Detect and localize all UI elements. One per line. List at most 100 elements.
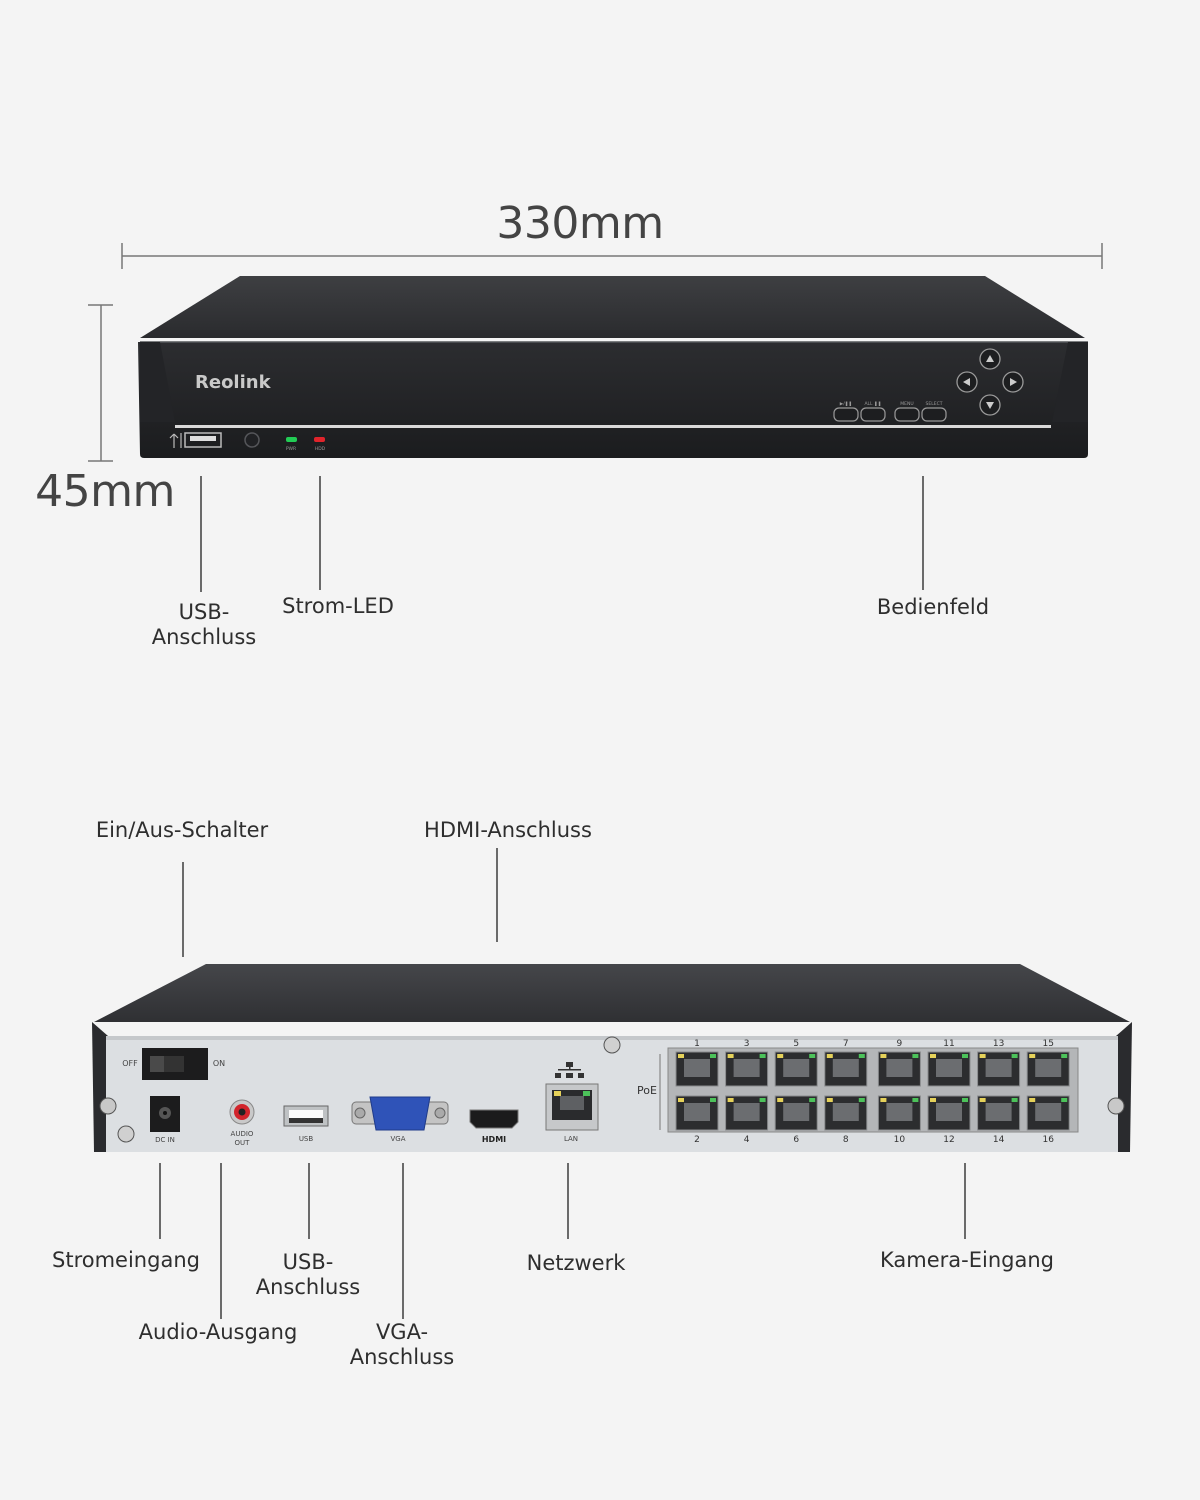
network-leader: [567, 1163, 569, 1239]
poe-port-led: [962, 1054, 968, 1058]
callout-vga-port: VGA- Anschluss: [349, 1320, 455, 1369]
front-usb-port: [184, 432, 222, 448]
poe-port-number: 14: [993, 1135, 1005, 1145]
dpad: [956, 348, 1024, 416]
poe-port-led: [678, 1098, 684, 1102]
switch-on-label: ON: [213, 1059, 225, 1068]
poe-port-led: [727, 1098, 734, 1102]
poe-port-number: 15: [1042, 1039, 1053, 1049]
pwr-led-label: PWR: [286, 446, 296, 452]
poe-port-contacts: [1035, 1103, 1062, 1121]
poe-label: PoE: [637, 1084, 657, 1097]
lan-label: LAN: [564, 1135, 578, 1143]
callout-usb-rear: USB- Anschluss: [255, 1250, 361, 1299]
power-switch[interactable]: [142, 1048, 208, 1080]
vga-port: [351, 1096, 449, 1131]
poe-port-contacts: [684, 1059, 710, 1077]
lan-port: [545, 1083, 599, 1131]
rear-usb-label: USB: [299, 1135, 314, 1143]
poe-port-led: [912, 1098, 919, 1102]
poe-port-contacts: [832, 1059, 859, 1077]
play-pause-button[interactable]: [833, 407, 859, 422]
all-button-label: ALL ❚❚: [864, 401, 881, 407]
control-panel-leader: [922, 476, 924, 590]
audio-output-leader: [220, 1163, 222, 1319]
power-led-leader: [319, 476, 321, 590]
poe-port-led: [678, 1054, 684, 1058]
poe-port-contacts: [985, 1059, 1012, 1077]
select-button-label: SELECT: [926, 401, 943, 407]
poe-port-number: 9: [897, 1039, 903, 1049]
callout-power-input: Stromeingang: [52, 1248, 200, 1272]
poe-port-contacts: [886, 1059, 913, 1077]
poe-port-led: [1011, 1054, 1018, 1058]
width-dimension-label: 330mm: [496, 198, 664, 249]
poe-port-contacts: [985, 1103, 1012, 1121]
callout-hdmi-port: HDMI-Anschluss: [424, 818, 592, 842]
poe-port-led: [858, 1098, 865, 1102]
poe-port-number: 5: [793, 1039, 799, 1049]
top-screw: [603, 1036, 621, 1054]
poe-port-led: [962, 1098, 968, 1102]
vga-label: VGA: [390, 1135, 405, 1143]
usb-icon: [169, 433, 182, 448]
poe-port-led: [809, 1098, 816, 1102]
poe-port-led: [1061, 1098, 1068, 1102]
poe-port-number: 3: [744, 1039, 750, 1049]
poe-port-led: [979, 1098, 986, 1102]
callout-power-led: Strom-LED: [282, 594, 394, 618]
poe-port-contacts: [783, 1059, 810, 1077]
callout-audio-output: Audio-Ausgang: [138, 1320, 298, 1344]
poe-port-led: [826, 1098, 833, 1102]
poe-port-contacts: [783, 1103, 810, 1121]
poe-port-led: [1029, 1054, 1036, 1058]
poe-port-number: 11: [943, 1039, 954, 1049]
poe-ports: [675, 1051, 1070, 1131]
poe-port-number: 6: [793, 1135, 799, 1145]
hdd-led: [314, 437, 325, 442]
poe-port-led: [880, 1054, 887, 1058]
power-input-leader: [159, 1163, 161, 1239]
poe-port-led: [777, 1098, 784, 1102]
poe-port-led: [759, 1098, 766, 1102]
poe-port-contacts: [832, 1103, 859, 1121]
nvr-front-view: PWR HDD Reolink ▶/❚❚ ALL ❚❚ MENU SELECT: [138, 276, 1088, 458]
hdmi-label: HDMI: [482, 1135, 506, 1144]
height-dimension-label: 45mm: [35, 466, 175, 517]
poe-port-contacts: [936, 1059, 962, 1077]
poe-port-led: [880, 1098, 887, 1102]
poe-port-contacts: [733, 1059, 760, 1077]
poe-port-led: [777, 1054, 784, 1058]
arrow-left-icon: [963, 378, 970, 386]
all-pause-button[interactable]: [860, 407, 886, 422]
switch-off-label: OFF: [122, 1059, 138, 1068]
poe-port-led: [759, 1054, 766, 1058]
poe-port-contacts: [886, 1103, 913, 1121]
hdd-led-label: HDD: [315, 446, 326, 452]
poe-port-contacts: [1035, 1059, 1062, 1077]
poe-port-contacts: [936, 1103, 962, 1121]
menu-button[interactable]: [894, 407, 920, 422]
hdmi-leader: [496, 848, 498, 942]
network-icon: [555, 1062, 584, 1078]
callout-control-panel: Bedienfeld: [876, 595, 990, 619]
play-button-label: ▶/❚❚: [840, 401, 853, 407]
poe-port-number: 13: [993, 1039, 1004, 1049]
poe-port-number: 8: [843, 1135, 849, 1145]
audio-out-port: [229, 1099, 255, 1125]
vga-leader: [402, 1163, 404, 1319]
arrow-right-icon: [1010, 378, 1017, 386]
callout-network: Netzwerk: [526, 1251, 626, 1275]
ground-screw: [117, 1125, 135, 1143]
poe-port-led: [858, 1054, 865, 1058]
poe-port-number: 2: [694, 1135, 700, 1145]
select-button[interactable]: [921, 407, 947, 422]
poe-port-led: [930, 1098, 936, 1102]
control-buttons: ▶/❚❚ ALL ❚❚ MENU SELECT: [833, 401, 947, 422]
poe-port-number: 1: [694, 1039, 700, 1049]
poe-port-contacts: [733, 1103, 760, 1121]
poe-port-led: [710, 1054, 716, 1058]
